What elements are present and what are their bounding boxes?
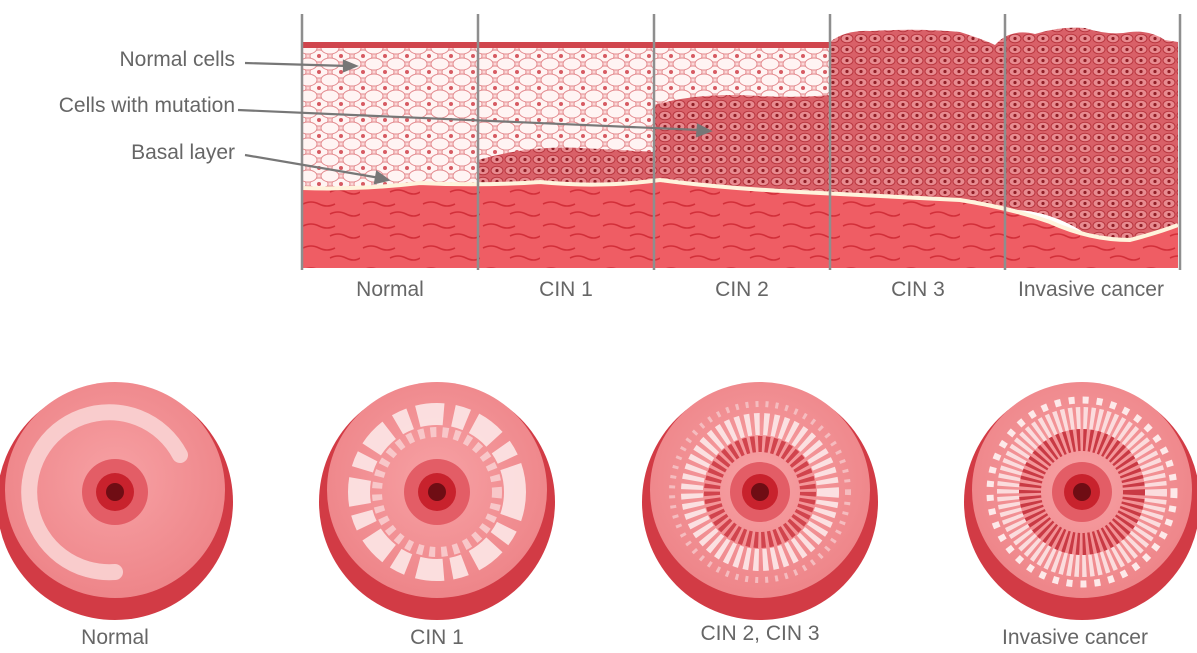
cervix-label-normal: Normal: [0, 626, 235, 650]
annotation-basal-layer: Basal layer: [131, 141, 235, 165]
stage-label-cin3: CIN 3: [830, 278, 1006, 302]
annotation-normal-cells: Normal cells: [119, 48, 235, 72]
cervix-normal: [0, 382, 233, 620]
cervix-cin1: [319, 382, 555, 620]
stage-label-cin1: CIN 1: [478, 278, 654, 302]
tissue-cross-section: [302, 14, 1180, 270]
cervix-label-cin2-cin3: CIN 2, CIN 3: [640, 622, 880, 646]
cervix-cin2-cin3: [642, 382, 878, 620]
cervix-invasive-cancer: [964, 382, 1197, 620]
annotation-cells-with-mutation: Cells with mutation: [59, 94, 235, 118]
stage-label-cin2: CIN 2: [654, 278, 830, 302]
stage-label-normal: Normal: [302, 278, 478, 302]
stage-label-invasive-cancer: Invasive cancer: [1003, 278, 1179, 302]
cervix-label-invasive-cancer: Invasive cancer: [955, 626, 1195, 650]
cervix-label-cin1: CIN 1: [317, 626, 557, 650]
